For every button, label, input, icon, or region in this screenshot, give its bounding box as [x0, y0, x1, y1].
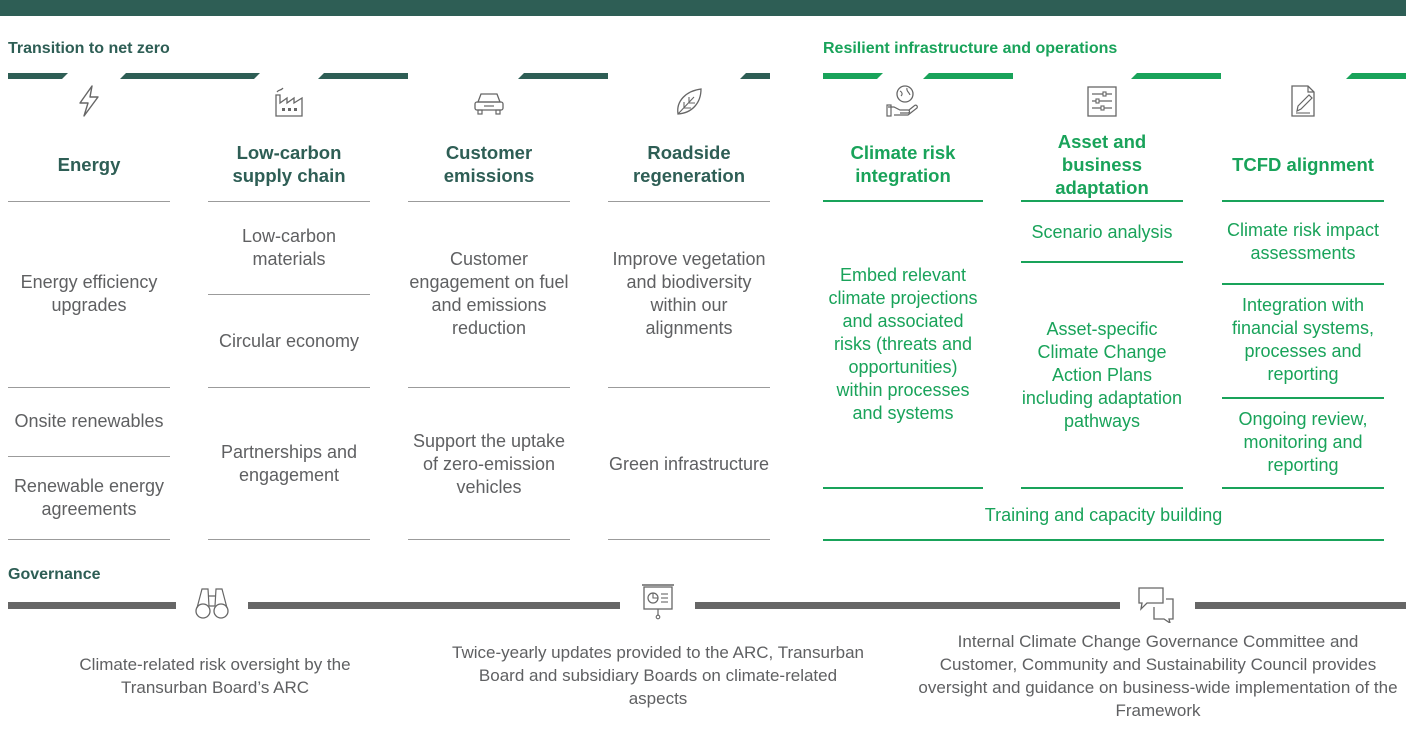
presentation-board-icon	[642, 584, 674, 620]
column-tcfd-alignment: TCFD alignment Climate risk impact asses…	[1222, 73, 1406, 543]
governance-bar	[8, 602, 176, 609]
car-icon	[474, 93, 504, 115]
training-capacity-item: Training and capacity building	[984, 505, 1223, 525]
governance-item-text: Climate-related risk oversight by the Tr…	[79, 655, 351, 697]
leaf-icon	[677, 88, 702, 115]
divider	[1222, 397, 1384, 399]
circular-economy-item: Circular economy	[218, 330, 360, 351]
column-customer-emissions: Customer emissions Customer engagement o…	[408, 73, 608, 543]
header-cap	[170, 73, 260, 79]
governance-item-text: Internal Climate Change Governance Commi…	[918, 632, 1398, 720]
governance-bar	[248, 602, 620, 609]
divider	[8, 456, 170, 457]
divider	[408, 539, 570, 540]
column-energy: Energy Energy efficiency upgrades Onsite…	[8, 73, 180, 543]
renewable-agreements-item: Renewable energy agreements	[13, 476, 165, 519]
header-cap	[923, 73, 1013, 79]
header-cap	[1346, 73, 1406, 79]
globe-hand-icon	[886, 85, 918, 117]
risk-impact-assessments-item: Climate risk impact assessments	[1226, 220, 1380, 263]
factory-icon	[275, 87, 303, 117]
header-cap	[1131, 73, 1221, 79]
divider	[408, 201, 570, 202]
divider	[408, 387, 570, 388]
financial-systems-item: Integration with financial systems, proc…	[1231, 295, 1375, 384]
partnerships-item: Partnerships and engagement	[220, 442, 358, 485]
header-cap	[740, 73, 770, 79]
divider	[823, 539, 1384, 541]
embed-projections-item: Embed relevant climate projections and a…	[828, 264, 978, 423]
divider	[608, 387, 770, 388]
lightning-icon	[79, 85, 99, 117]
header-cap	[120, 73, 180, 79]
column-heading: Low-carbon supply chain	[232, 142, 346, 186]
column-heading: Customer emissions	[443, 142, 535, 186]
governance-bar	[1195, 602, 1406, 609]
column-climate-risk-integration: Climate risk integration Embed relevant …	[823, 73, 1013, 543]
divider	[1222, 487, 1384, 489]
governance-bar	[695, 602, 1120, 609]
onsite-renewables-item: Onsite renewables	[14, 410, 164, 431]
sliders-icon	[1087, 86, 1117, 117]
binoculars-icon	[195, 588, 229, 619]
divider	[1222, 283, 1384, 285]
column-heading: TCFD alignment	[1232, 153, 1374, 175]
divider	[1021, 200, 1183, 202]
header-cap	[823, 73, 883, 79]
header-cap	[518, 73, 608, 79]
column-low-carbon-supply-chain: Low-carbon supply chain Low-carbon mater…	[170, 73, 408, 543]
divider	[208, 201, 370, 202]
header-cap	[8, 73, 68, 79]
top-banner-bar	[0, 0, 1406, 16]
column-asset-adaptation: Asset and business adaptation Scenario a…	[1021, 73, 1221, 543]
ongoing-review-item: Ongoing review, monitoring and reporting	[1238, 408, 1368, 475]
divider	[1021, 261, 1183, 263]
transition-section-title: Transition to net zero	[8, 40, 170, 57]
energy-efficiency-item: Energy efficiency upgrades	[20, 272, 158, 315]
divider	[823, 487, 983, 489]
divider	[8, 201, 170, 202]
divider	[208, 539, 370, 540]
governance-item-text: Twice-yearly updates provided to the ARC…	[452, 643, 864, 708]
divider	[208, 387, 370, 388]
column-heading: Asset and business adaptation	[1055, 130, 1149, 198]
customer-engagement-item: Customer engagement on fuel and emission…	[409, 249, 569, 338]
divider	[1021, 487, 1183, 489]
column-heading: Energy	[57, 153, 121, 175]
column-heading: Roadside regeneration	[632, 142, 746, 186]
green-infrastructure-item: Green infrastructure	[608, 453, 770, 474]
column-heading: Climate risk integration	[850, 142, 956, 186]
divider	[208, 294, 370, 295]
asset-specific-plans-item: Asset-specific Climate Change Action Pla…	[1021, 318, 1183, 431]
governance-section-title: Governance	[8, 566, 101, 583]
divider	[608, 539, 770, 540]
document-edit-icon	[1291, 85, 1315, 117]
divider	[8, 539, 170, 540]
divider	[8, 387, 170, 388]
scenario-analysis-item: Scenario analysis	[1031, 221, 1173, 242]
vegetation-item: Improve vegetation and biodiversity with…	[612, 249, 766, 338]
zero-emission-vehicles-item: Support the uptake of zero-emission vehi…	[412, 430, 566, 497]
speech-bubbles-icon	[1138, 587, 1174, 623]
header-cap	[318, 73, 408, 79]
divider	[1222, 200, 1384, 202]
resilient-section-title: Resilient infrastructure and operations	[823, 40, 1118, 57]
divider	[823, 200, 983, 202]
column-roadside-regeneration: Roadside regeneration Improve vegetation…	[608, 73, 770, 543]
low-carbon-materials-item: Low-carbon materials	[241, 226, 337, 269]
divider	[608, 201, 770, 202]
